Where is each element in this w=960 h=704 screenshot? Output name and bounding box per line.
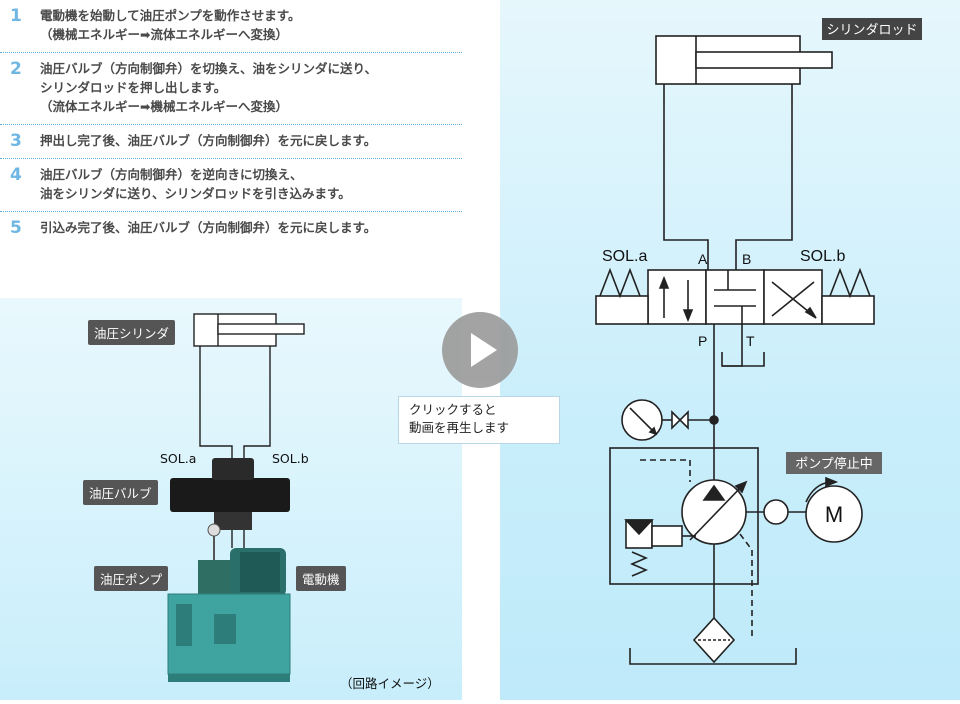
step-item: 1 電動機を始動して油圧ポンプを動作させます。 （機械エネルギー➡流体エネルギー… [0,0,462,53]
sol-a-label: SOL.a [160,451,197,466]
step-number: 5 [10,218,22,238]
step-text: 押出し完了後、油圧バルブ（方向制御弁）を元に戻します。 [40,133,377,148]
pump-status-bg [786,452,882,474]
sol-b-label: SOL.b [272,451,309,466]
pressure-gauge-symbol [621,399,719,441]
step-text: 油圧バルブ（方向制御弁）を逆向きに切換え、 油をシリンダに送り、シリンダロッドを… [40,167,351,201]
step-list: 1 電動機を始動して油圧ポンプを動作させます。 （機械エネルギー➡流体エネルギー… [0,0,462,245]
step-item: 5 引込み完了後、油圧バルブ（方向制御弁）を元に戻します。 [0,212,462,245]
left-panel: 1 電動機を始動して油圧ポンプを動作させます。 （機械エネルギー➡流体エネルギー… [0,0,462,700]
cylinder-label: 油圧シリンダ [88,320,176,345]
pump-label: 油圧ポンプ [94,566,169,591]
play-video-button[interactable] [442,312,518,388]
rod-label: シリンダロッド [826,22,917,37]
circuit-image-photo: 油圧シリンダ SOL.a SOL.b 油圧バルブ 油圧ポンプ 電動機 （回路イメ… [0,298,462,700]
step-number: 4 [10,165,22,185]
valve-label: 油圧バルブ [83,480,158,505]
port-a-label: A [698,251,708,267]
image-caption: （回路イメージ） [340,676,440,691]
step-item: 3 押出し完了後、油圧バルブ（方向制御弁）を元に戻します。 [0,125,462,159]
step-text: 電動機を始動して油圧ポンプを動作させます。 （機械エネルギー➡流体エネルギーへ変… [40,8,301,42]
compensator-symbol [624,519,696,577]
sol-a-circuit-label: SOL.a [602,248,647,265]
pump-motor-drawing [198,523,286,596]
step-number: 3 [10,131,22,151]
hydraulic-cylinder-drawing [193,313,305,468]
filter-tank-symbol [629,616,797,665]
motor-symbol-letter: M [825,502,843,527]
port-p-label: P [698,333,707,349]
pilot-line [640,459,691,482]
play-tooltip: クリックすると 動画を再生します [398,396,560,444]
step-number: 2 [10,59,22,79]
equipment-illustration [167,313,305,682]
sol-b-circuit-label: SOL.b [800,248,845,265]
directional-valve-symbol [595,267,875,325]
pump-unit-box [609,447,759,585]
motor-label: 電動機 [296,566,346,591]
cylinder-symbol [655,35,833,85]
rod-label-bg [822,18,922,40]
line-to-port-b [735,84,793,270]
valve-drawing [170,458,290,548]
port-b-label: B [742,251,751,267]
oil-tank-drawing [167,593,291,682]
step-item: 4 油圧バルブ（方向制御弁）を逆向きに切換え、 油をシリンダに送り、シリンダロッ… [0,159,462,212]
tank-line [722,324,743,367]
hydraulic-circuit-diagram: シリンダロッド SOL.a SOL.b A B P T ポンプ停止中 M [595,18,922,665]
step-text: 引込み完了後、油圧バルブ（方向制御弁）を元に戻します。 [40,220,377,235]
pump-symbol [681,476,863,545]
drain-line [739,533,753,640]
port-t-label: T [746,333,755,349]
step-text: 油圧バルブ（方向制御弁）を切換え、油をシリンダに送り、 シリンダロッドを押し出し… [40,61,378,114]
step-item: 2 油圧バルブ（方向制御弁）を切換え、油をシリンダに送り、 シリンダロッドを押し… [0,53,462,125]
pump-status-label: ポンプ停止中 [795,456,873,471]
line-to-port-a [663,84,709,270]
step-number: 1 [10,6,22,26]
tank-return-symbol [721,352,765,367]
hydraulic-schematic-panel: シリンダロッド SOL.a SOL.b A B P T ポンプ停止中 M [500,0,960,700]
